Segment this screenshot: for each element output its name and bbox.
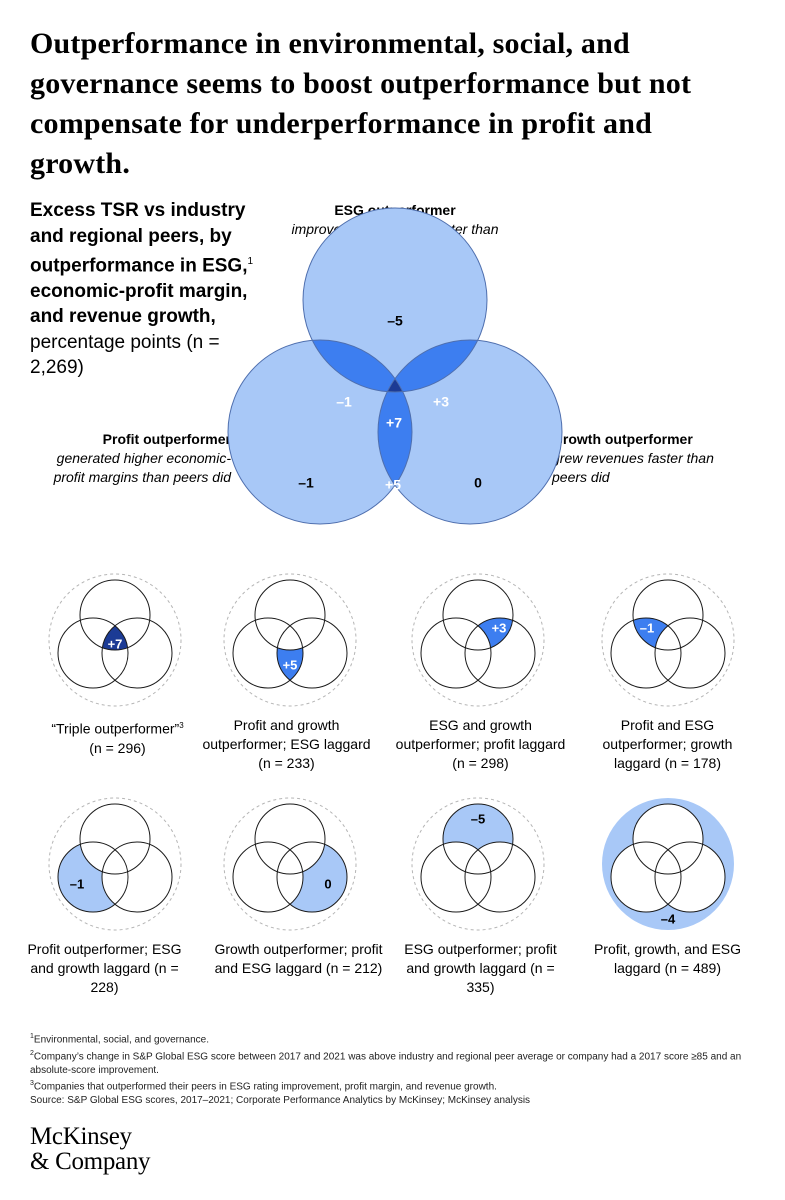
segment-value: –1 <box>70 876 84 891</box>
venn-value-profit-growth: +5 <box>385 477 401 493</box>
circle-outline <box>377 339 563 525</box>
small-circle-outline <box>420 617 492 689</box>
segment-value: –1 <box>640 620 654 635</box>
small-venn-profit-only: –1 <box>48 797 182 931</box>
venn-value-profit-only: –1 <box>298 475 314 491</box>
segment-caption-growth-only: Growth outperformer; profit and ESG lagg… <box>214 941 383 976</box>
mckinsey-logo: McKinsey& Company <box>30 1123 151 1175</box>
small-circle-outline <box>464 841 536 913</box>
venn-value-esg-growth: +3 <box>433 394 449 410</box>
footnote-1: 1Environmental, social, and governance. <box>30 1033 210 1046</box>
dashed-boundary <box>48 573 182 707</box>
small-circle-outline <box>420 841 492 913</box>
small-circle-outline <box>610 841 682 913</box>
page-title: Outperformance in environmental, social,… <box>30 27 692 180</box>
profit-outperformer-label: Profit outperformer generated higher eco… <box>53 431 231 485</box>
small-venn-esg-growth: +3 <box>411 573 545 707</box>
small-circle-outline <box>442 579 514 651</box>
highlight-region <box>58 842 128 912</box>
footnotes: 1Environmental, social, and governance. … <box>30 1030 750 1107</box>
small-circle-outline <box>276 617 348 689</box>
circle-outline <box>227 339 413 525</box>
small-circle-outline <box>442 803 514 875</box>
esg-growth-overlap <box>378 340 487 392</box>
small-circle-outline <box>632 803 704 875</box>
highlight-region <box>633 618 681 650</box>
footnote-3: 3Companies that outperformed their peers… <box>30 1080 497 1093</box>
segment-caption-triple: “Triple outperformer”3(n = 296) <box>51 720 184 756</box>
dashed-boundary <box>223 797 357 931</box>
small-venn-growth-only: 0 <box>223 797 357 931</box>
small-circle-outline <box>464 617 536 689</box>
small-venn-esg-only: –5 <box>411 797 545 931</box>
segment-caption-profit-only: Profit outperformer; ESG and growth lagg… <box>27 941 182 995</box>
highlight-region <box>277 842 347 912</box>
venn-value-all-three: +7 <box>386 415 402 431</box>
dashed-boundary <box>601 573 735 707</box>
circle-outline <box>302 207 488 393</box>
small-circle-outline <box>232 617 304 689</box>
small-venn-profit-esg: –1 <box>601 573 735 707</box>
source-note: Source: S&P Global ESG scores, 2017–2021… <box>30 1094 531 1106</box>
venn-value-esg-only: –5 <box>387 313 403 329</box>
small-circle-outline <box>276 841 348 913</box>
small-circle-outline <box>79 803 151 875</box>
small-venn-profit-growth: +5 <box>223 573 357 707</box>
venn-value-esg-profit: –1 <box>336 394 352 410</box>
segment-caption-esg-growth: ESG and growth outperformer; profit lagg… <box>395 717 566 771</box>
segment-value: +5 <box>283 657 298 672</box>
dashed-boundary <box>48 797 182 931</box>
segment-value: +3 <box>492 620 507 635</box>
segment-value: +7 <box>108 636 123 651</box>
footnote-2: 2Company’s change in S&P Global ESG scor… <box>30 1049 742 1076</box>
small-circle-outline <box>232 841 304 913</box>
segment-value: –5 <box>471 811 485 826</box>
small-circle-outline <box>254 803 326 875</box>
small-circle-outline <box>632 579 704 651</box>
segment-caption-esg-only: ESG outperformer; profit and growth lagg… <box>404 941 557 995</box>
highlight-region <box>443 804 513 874</box>
dashed-boundary <box>411 573 545 707</box>
small-venn-triple: +7 <box>48 573 182 707</box>
small-circle-outline <box>254 579 326 651</box>
segment-value: –4 <box>661 911 676 926</box>
small-circle-outline <box>101 617 173 689</box>
small-venn-all-laggard: –4 <box>602 798 734 930</box>
venn-diagram: –5 –1 +3 +7 –1 +5 0 +7 +5 +3 –1 –1 0 –5 –4 <box>48 207 735 931</box>
segment-caption-profit-growth: Profit and growth outperformer; ESG lagg… <box>202 717 371 771</box>
segment-caption-all-laggard: Profit, growth, and ESG laggard (n = 489… <box>593 941 742 976</box>
dashed-boundary <box>223 573 357 707</box>
small-circle-outline <box>101 841 173 913</box>
small-circle-outline <box>610 617 682 689</box>
esg-profit-overlap <box>303 340 412 392</box>
segment-value: 0 <box>324 876 331 891</box>
venn-value-growth-only: 0 <box>474 475 482 491</box>
chart-subtitle: Excess TSR vs industry and regional peer… <box>30 200 254 379</box>
small-circle-outline <box>654 841 726 913</box>
main-venn: –5 –1 +3 +7 –1 +5 0 <box>227 207 563 525</box>
segment-caption-profit-esg: Profit and ESG outperformer; growth lagg… <box>602 717 733 771</box>
small-circle-outline <box>654 617 726 689</box>
small-circle-outline <box>57 617 129 689</box>
small-circle-outline <box>79 579 151 651</box>
growth-outperformer-label: Growth outperformer grew revenues faster… <box>552 431 714 485</box>
highlight-region <box>465 618 513 650</box>
small-circle-outline <box>57 841 129 913</box>
dashed-boundary <box>411 797 545 931</box>
